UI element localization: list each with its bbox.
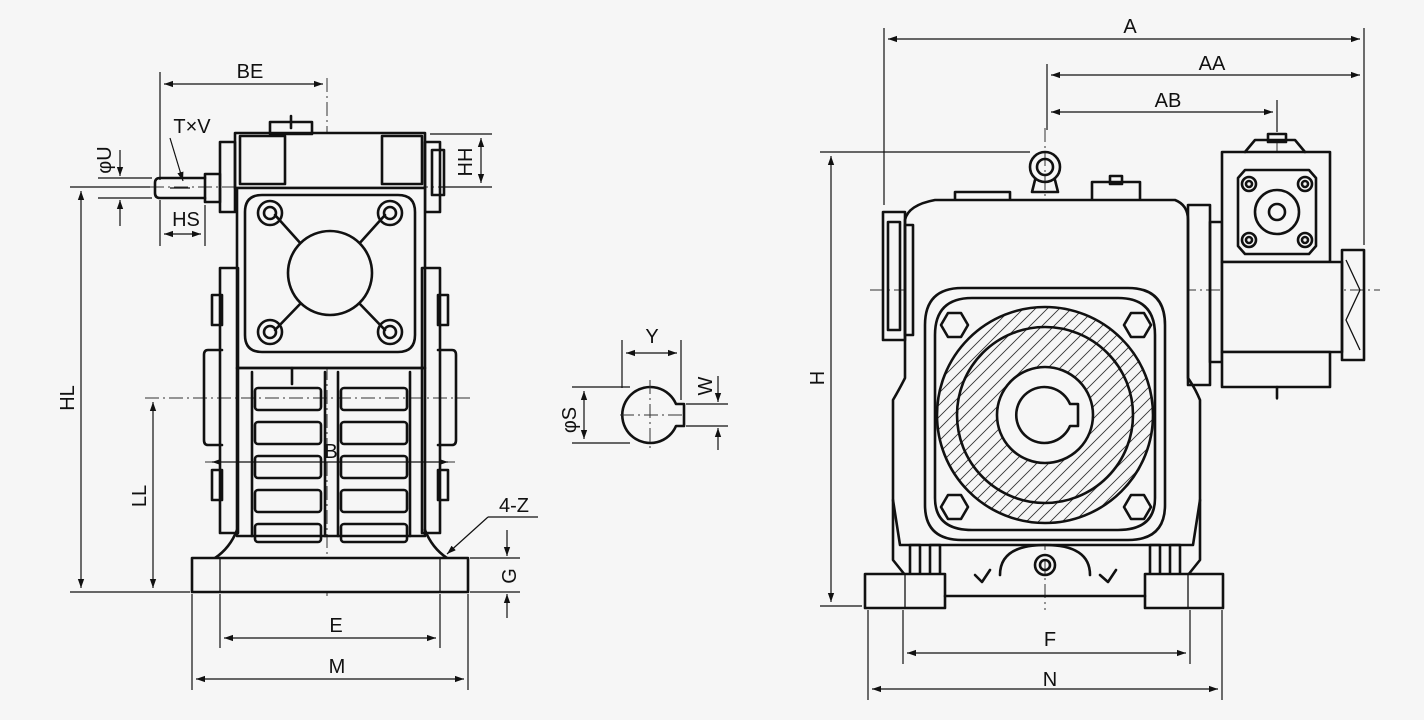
dim-H: H — [807, 371, 829, 385]
dim-A: A — [1123, 16, 1137, 38]
input-flange-bolt-icon — [1240, 175, 1314, 249]
dim-G: G — [499, 568, 521, 584]
hatch-line — [937, 307, 1092, 523]
lifting-eye-icon — [1028, 150, 1062, 194]
dim-HL: HL — [57, 385, 79, 411]
hatch-line — [994, 307, 1153, 523]
dim-E: E — [329, 615, 342, 637]
dim-HS: HS — [172, 209, 200, 231]
hatch-line — [937, 307, 1068, 523]
dim-N: N — [1043, 669, 1057, 691]
hatch-line — [937, 307, 1104, 523]
dim-M: M — [329, 656, 346, 678]
hatch-line — [937, 307, 1128, 523]
end-view: BE T×V φU HH HS HL LL B 4-Z G — [57, 61, 538, 690]
dim-4Z: 4-Z — [499, 495, 529, 517]
dim-S: φS — [559, 407, 581, 433]
dim-TxV: T×V — [173, 116, 211, 138]
dim-HH: HH — [455, 148, 477, 177]
dim-W: W — [695, 376, 717, 395]
front-view: A AA AB H F N — [807, 16, 1380, 700]
cooling-ribs — [253, 386, 409, 544]
dim-LL: LL — [129, 485, 151, 507]
shaft-section: Y W φS — [559, 326, 728, 450]
dim-Y: Y — [645, 326, 658, 348]
hatch-line — [970, 307, 1153, 523]
hatch-line — [1006, 307, 1153, 523]
flange-bolt-icon — [939, 311, 1153, 521]
dim-AB: AB — [1155, 90, 1182, 112]
cover-bolt-icon — [256, 199, 404, 346]
hatch-line — [1018, 307, 1153, 523]
hatch-line — [937, 307, 1080, 523]
hatch-line — [1030, 307, 1153, 523]
dim-U: φU — [94, 146, 116, 173]
dim-AA: AA — [1199, 53, 1226, 75]
dim-B: B — [324, 441, 337, 463]
dim-BE: BE — [237, 61, 264, 83]
dim-F: F — [1044, 629, 1056, 651]
hatch-line — [958, 307, 1153, 523]
hatch-line — [937, 307, 1116, 523]
